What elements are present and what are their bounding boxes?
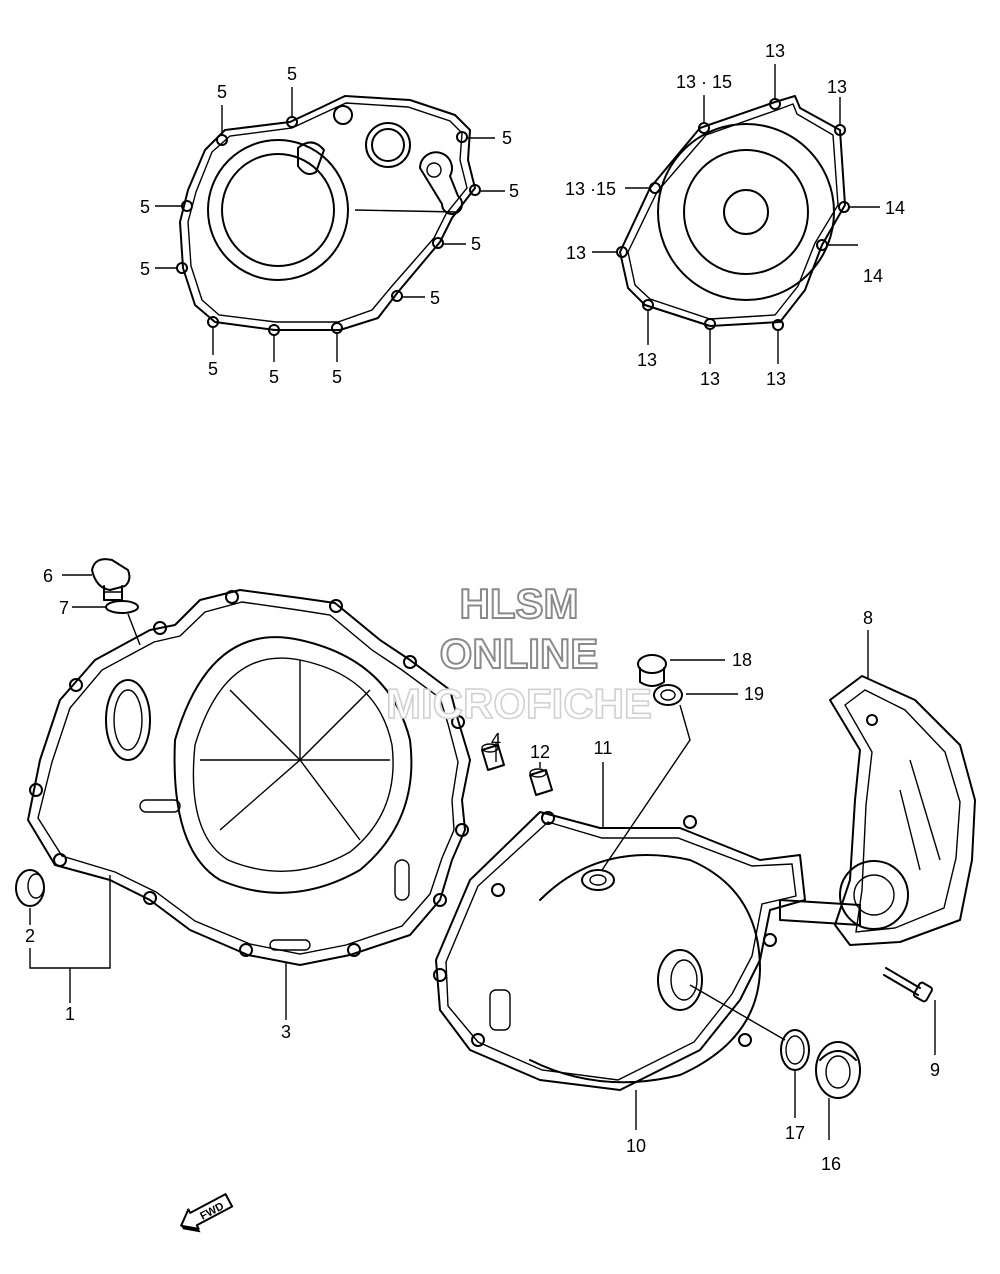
callout-5: 5 [332, 367, 342, 387]
callout-13: 13 [766, 369, 786, 389]
callout-13-15: 13 ·15 [565, 179, 616, 199]
gasket2-labels: 13 · 15 13 13 14 14 13 ·15 13 13 13 13 [565, 41, 905, 389]
callout-4: 4 [491, 730, 501, 750]
callout-17: 17 [785, 1123, 805, 1143]
watermark-line1: HLSM [460, 580, 579, 627]
fwd-arrow: FWD [180, 1193, 234, 1233]
watermark-line3: MICROFICHE [386, 680, 652, 727]
callout-2: 2 [25, 926, 35, 946]
plug [15, 869, 45, 907]
callout-12: 12 [530, 742, 550, 762]
washer-19 [653, 684, 683, 706]
callout-13: 13 [765, 41, 785, 61]
callout-16: 16 [821, 1154, 841, 1174]
callout-13: 13 [637, 350, 657, 370]
callout-5: 5 [287, 64, 297, 84]
callout-7: 7 [59, 598, 69, 618]
sprocket-cover-bracket [779, 675, 976, 946]
gasket1-labels: 5 5 5 5 5 5 5 5 5 5 5 [140, 64, 519, 387]
callout-18: 18 [732, 650, 752, 670]
callout-5: 5 [269, 367, 279, 387]
callout-5: 5 [140, 259, 150, 279]
callout-6: 6 [43, 566, 53, 586]
callout-14: 14 [885, 198, 905, 218]
callout-8: 8 [863, 608, 873, 628]
o-ring [105, 600, 139, 614]
plug-16 [815, 1041, 861, 1099]
callout-3: 3 [281, 1022, 291, 1042]
oil-filler-cap [91, 558, 131, 601]
callout-5: 5 [509, 181, 519, 201]
callout-13: 13 [827, 77, 847, 97]
callout-13-15: 13 · 15 [676, 72, 732, 92]
clutch-cover-gasket [155, 87, 505, 362]
callout-5: 5 [217, 82, 227, 102]
callout-1: 1 [65, 1004, 75, 1024]
callout-14: 14 [863, 266, 883, 286]
callout-13: 13 [700, 369, 720, 389]
watermark: HLSM ONLINE MICROFICHE [385, 579, 653, 728]
generator-cover-gasket [592, 64, 880, 364]
callout-5: 5 [471, 234, 481, 254]
fwd-label: FWD [198, 1200, 226, 1222]
callout-5: 5 [208, 359, 218, 379]
part-labels: 6 7 2 1 3 4 12 11 18 19 8 9 10 17 16 [25, 566, 940, 1174]
bolt-18 [637, 654, 667, 687]
bolt-9 [883, 967, 933, 1003]
watermark-line2: ONLINE [440, 630, 599, 677]
callout-5: 5 [430, 288, 440, 308]
callout-13: 13 [566, 243, 586, 263]
callout-9: 9 [930, 1060, 940, 1080]
crankcase-cover-assembly [27, 589, 471, 966]
callout-5: 5 [140, 197, 150, 217]
callout-10: 10 [626, 1136, 646, 1156]
callout-11: 11 [594, 738, 613, 758]
callout-19: 19 [744, 684, 764, 704]
generator-cover [433, 811, 806, 1091]
dowel-pin [481, 743, 505, 771]
callout-5: 5 [502, 128, 512, 148]
dowel-pin [529, 768, 553, 796]
